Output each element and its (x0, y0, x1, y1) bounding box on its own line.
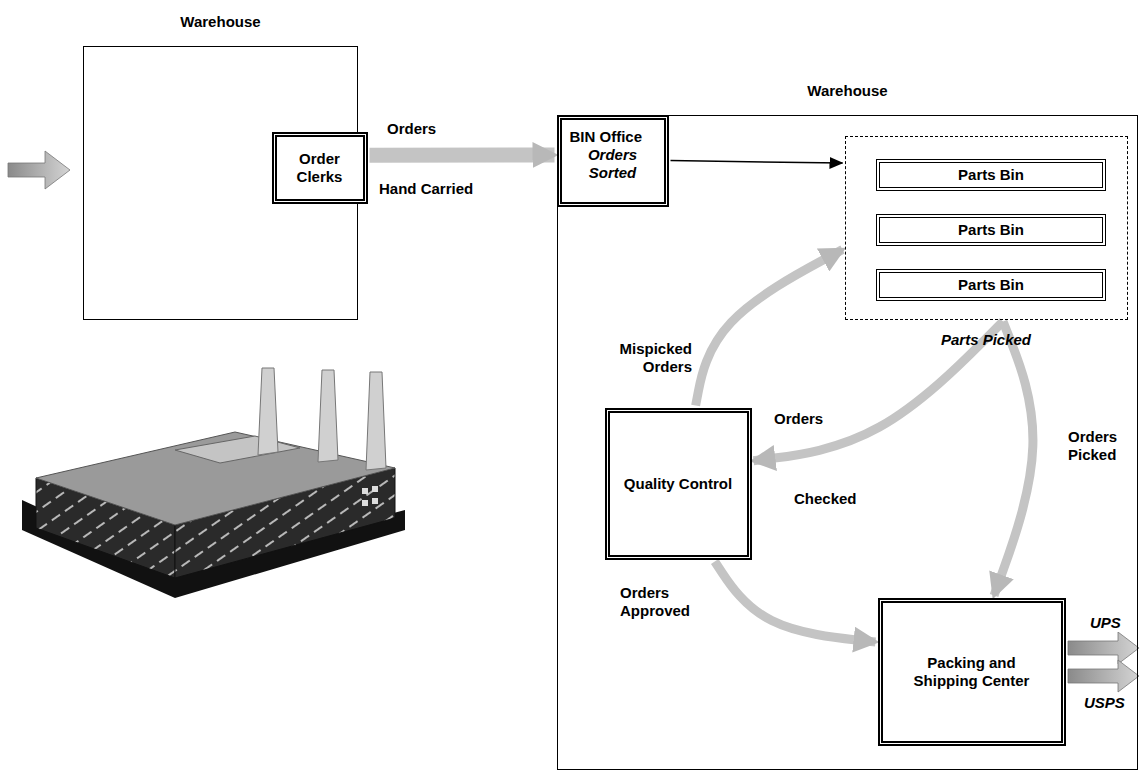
edge-label: Orders (385, 120, 438, 138)
warehouse-box: BIN OfficeOrders SortedParts BinParts Bi… (557, 115, 1138, 770)
node-title: Warehouse (558, 82, 1137, 100)
node-title: Parts Picked (846, 331, 1127, 349)
usps-arrow (1068, 660, 1139, 692)
parts-bin: Parts Bin (876, 159, 1106, 191)
flow-label: Checked (792, 490, 859, 508)
edge-label: Orders Picked (1066, 428, 1136, 464)
flow-label: USPS (1082, 694, 1127, 712)
edge-label: Orders (772, 410, 825, 428)
node-title: Order Clerks (277, 150, 363, 186)
office-box: BIN OfficeOrders Sorted (557, 115, 669, 207)
edge-label: Mispicked Orders (606, 340, 694, 376)
node-subtitle: Orders Sorted (570, 146, 656, 182)
node-title: Parts Bin (958, 166, 1024, 184)
parts-bin: Parts Bin (876, 269, 1106, 301)
node-title: Parts Bin (958, 221, 1024, 239)
flow-arrow (370, 147, 555, 162)
process-box: Order Clerks (272, 132, 368, 204)
process-box: Quality Control (605, 408, 752, 560)
warehouse-box: Order ClerksWarehouse (83, 46, 358, 320)
ups-arrow (1068, 632, 1139, 664)
flow-arrow (715, 562, 876, 642)
connector-arrow (671, 161, 843, 164)
flow-label: UPS (1088, 614, 1123, 632)
node-title: BIN Office (570, 128, 643, 146)
edge-label: Orders Approved (618, 584, 706, 620)
factory-illustration (22, 368, 405, 598)
incoming-arrow (8, 151, 70, 189)
node-title: Warehouse (84, 13, 357, 31)
flow-arrow (696, 250, 843, 406)
parts-bin: Parts Bin (876, 214, 1106, 246)
flow-arrow (994, 322, 1033, 596)
process-box: Packing and Shipping Center (878, 598, 1066, 746)
picking-region: Parts BinParts BinParts BinParts Picked (845, 136, 1128, 320)
flow-label: Hand Carried (377, 180, 475, 198)
node-title: Quality Control (624, 475, 732, 493)
node-title: Packing and Shipping Center (897, 654, 1047, 690)
node-title: Parts Bin (958, 276, 1024, 294)
